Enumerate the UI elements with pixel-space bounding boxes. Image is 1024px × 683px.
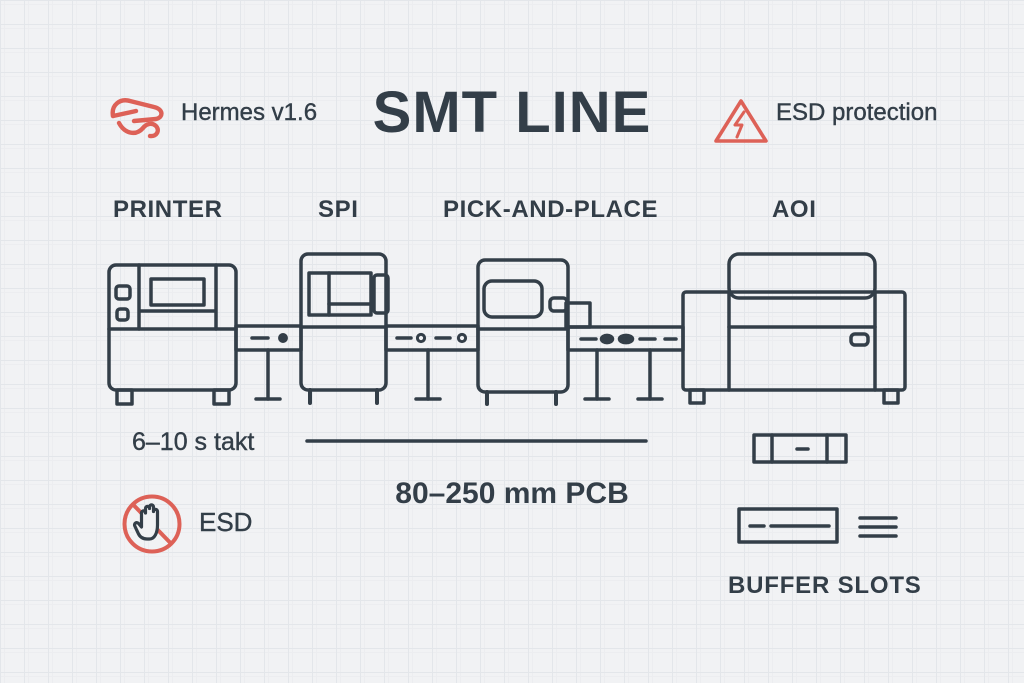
- takt-time-label: 6–10 s takt: [132, 428, 255, 456]
- buffer-slots-label: BUFFER SLOTS: [728, 572, 922, 599]
- hermes-version-label: Hermes v1.6: [181, 99, 318, 126]
- buffer-magazine-small-icon: [752, 433, 848, 464]
- machine-label-spi: SPI: [318, 196, 359, 223]
- conveyor-spi-pnp: [384, 324, 480, 401]
- esd-protection-label: ESD protection: [776, 99, 938, 126]
- machine-label-aoi: AOI: [772, 196, 817, 223]
- machine-label-pick-and-place: PICK-AND-PLACE: [443, 196, 659, 223]
- spi-drawing: [299, 252, 390, 405]
- esd-no-touch-icon: [122, 494, 182, 554]
- hand-icon: [132, 503, 160, 541]
- machine-label-printer: PRINTER: [113, 196, 223, 223]
- aoi-drawing: [681, 252, 907, 405]
- buffer-stack-lines-icon: [858, 516, 898, 538]
- page-title: SMT LINE: [372, 79, 652, 145]
- buffer-magazine-wide-icon: [737, 507, 839, 544]
- esd-label: ESD: [199, 507, 253, 537]
- conveyor-printer-spi: [234, 324, 303, 401]
- pcb-size-range-label: 80–250 mm PCB: [395, 477, 629, 510]
- esd-warning-triangle-icon: [714, 99, 768, 143]
- conveyor-pnp-aoi: [566, 325, 685, 401]
- printer-drawing: [107, 263, 238, 406]
- hermes-wing-icon: [110, 98, 164, 139]
- pick-and-place-drawing: [476, 258, 592, 406]
